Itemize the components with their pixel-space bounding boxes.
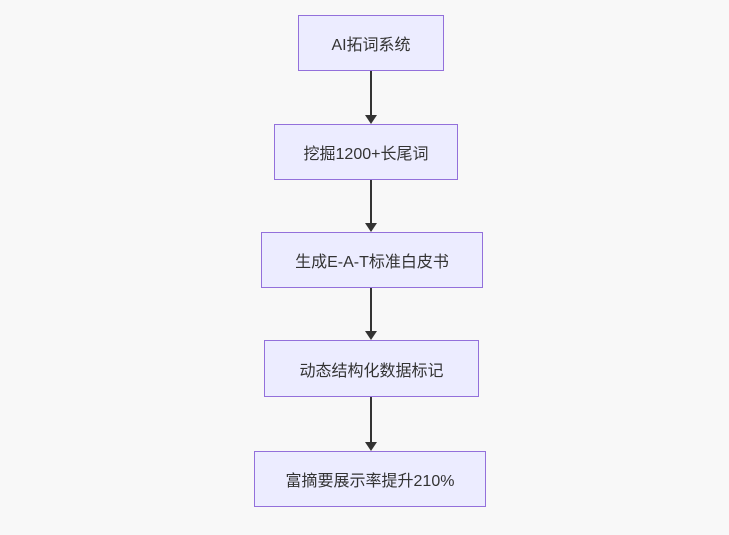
flow-node-label: 挖掘1200+长尾词 <box>303 146 429 163</box>
flow-node-generate-eat-whitepaper: 生成E-A-T标准白皮书 <box>261 232 483 288</box>
edge-3 <box>365 288 377 340</box>
flow-node-dynamic-structured-data-markup: 动态结构化数据标记 <box>264 340 479 397</box>
edge-2 <box>365 180 377 232</box>
flow-node-label: AI拓词系统 <box>331 37 411 54</box>
arrow-down-icon <box>365 115 377 124</box>
edge-line <box>370 71 372 116</box>
flow-node-rich-snippet-rate-increase: 富摘要展示率提升210% <box>254 451 486 507</box>
edge-line <box>370 180 372 224</box>
edge-4 <box>365 397 377 451</box>
arrow-down-icon <box>365 223 377 232</box>
flow-node-label: 动态结构化数据标记 <box>299 362 444 380</box>
arrow-down-icon <box>365 442 377 451</box>
edge-line <box>370 397 372 443</box>
flow-node-label: 生成E-A-T标准白皮书 <box>295 254 449 271</box>
flow-node-ai-word-expansion-system: AI拓词系统 <box>298 15 444 71</box>
edge-line <box>370 288 372 332</box>
edge-1 <box>365 71 377 124</box>
arrow-down-icon <box>365 331 377 340</box>
flow-node-label: 富摘要展示率提升210% <box>285 473 455 490</box>
flow-node-mine-longtail-keywords: 挖掘1200+长尾词 <box>274 124 458 180</box>
